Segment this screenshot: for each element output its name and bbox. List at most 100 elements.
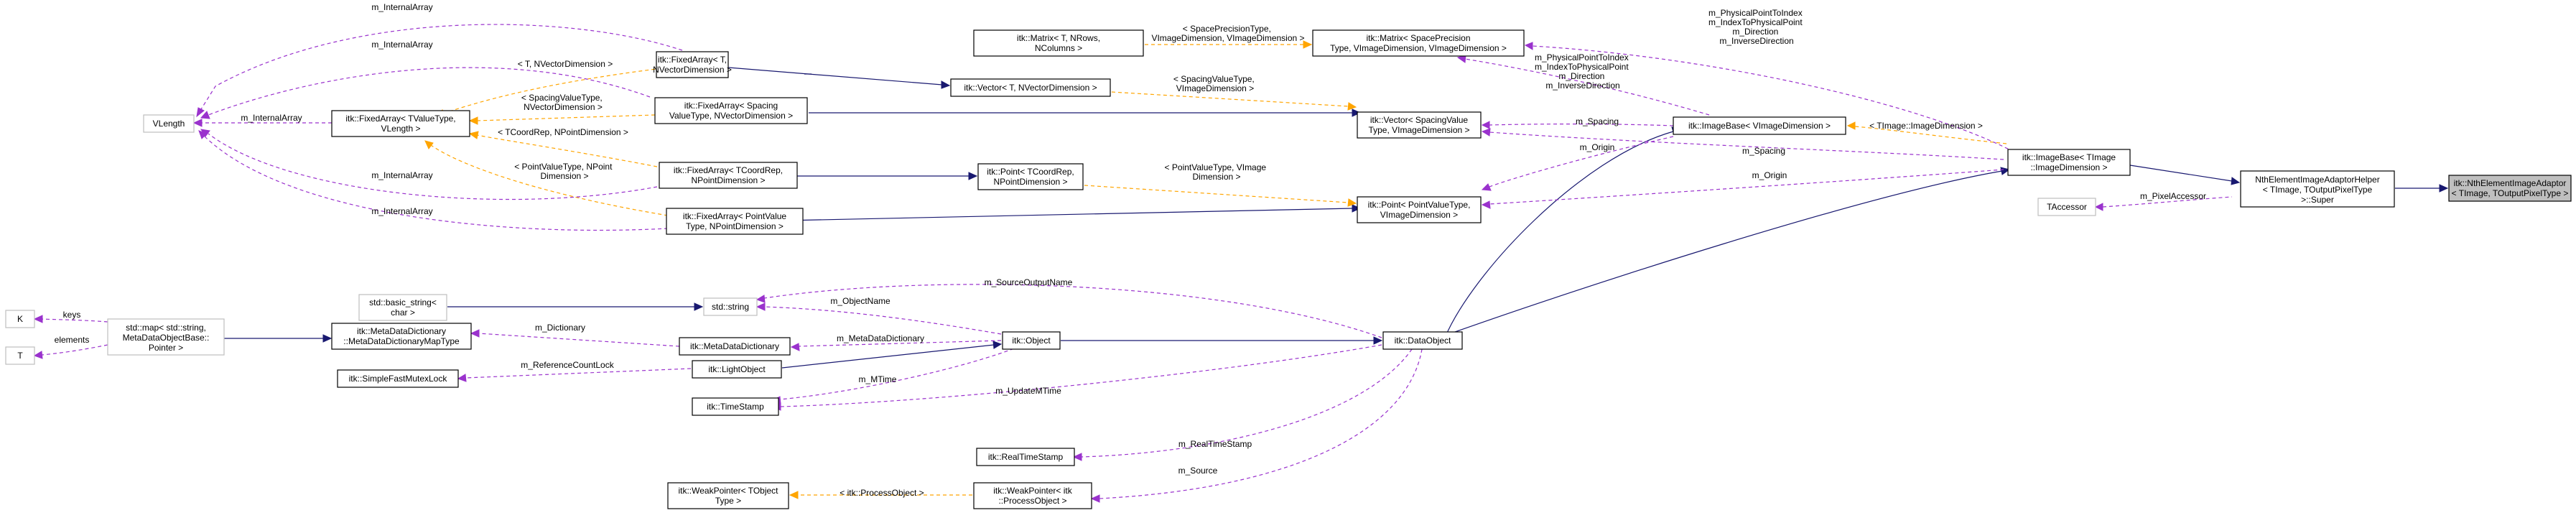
edge-use-source (1090, 348, 1423, 503)
node-fixed-array-tcoordrep[interactable]: itk::FixedArray< TCoordRep,NPointDimensi… (659, 162, 798, 189)
svg-text:itk::LightObject: itk::LightObject (708, 364, 766, 374)
node-std-map[interactable]: std::map< std::string,MetaDataObjectBase… (107, 318, 225, 356)
edge-helper-to-nth (2395, 184, 2449, 193)
svg-text:VLength: VLength (153, 119, 185, 129)
svg-text:NthElementImageAdaptorHelper<: NthElementImageAdaptorHelper< TImage, TO… (2255, 175, 2379, 205)
node-nth-element-image-adaptor[interactable]: itk::NthElementImageAdaptor< TImage, TOu… (2448, 175, 2572, 202)
node-weak-pointer-process-object[interactable]: itk::WeakPointer< itk::ProcessObject > (973, 482, 1092, 509)
node-data-object[interactable]: itk::DataObject (1382, 331, 1463, 350)
svg-text:itk::Matrix< T, NRows,NColumns: itk::Matrix< T, NRows,NColumns > (1017, 33, 1100, 53)
svg-text:itk::Point< TCoordRep,NPointDi: itk::Point< TCoordRep,NPointDimension > (987, 167, 1074, 187)
edge-use-real-time-stamp (1072, 348, 1413, 461)
edge-template-imgbase-v-to-imgbase-t (1846, 121, 2007, 144)
edge-use-reference-count-lock (457, 368, 692, 382)
node-std-basic-string[interactable]: std::basic_string<char > (358, 294, 447, 321)
edge-use-internal-array-5 (198, 130, 669, 231)
edge-use-internal-array-2 (200, 67, 651, 119)
label-space-precision: < SpacePrecisionType, VImageDimension, V… (1151, 24, 1304, 43)
edge-template-fa-tv-to-fa-pv (424, 140, 669, 216)
label-internal-array-4: m_InternalArray (371, 170, 432, 180)
node-image-base-vimage[interactable]: itk::ImageBase< VImageDimension > (1673, 116, 1846, 135)
svg-text:itk::ImageBase< TImage::ImageD: itk::ImageBase< TImage::ImageDimension > (2022, 152, 2116, 172)
svg-text:itk::Vector< T, NVectorDimensi: itk::Vector< T, NVectorDimension > (964, 83, 1097, 93)
label-timage-dimension: < TImage::ImageDimension > (1869, 121, 1983, 131)
svg-text:itk::MetaDataDictionary::MetaD: itk::MetaDataDictionary::MetaDataDiction… (343, 326, 460, 346)
edge-stdmap-to-mddmap (224, 334, 333, 343)
label-source: m_Source (1178, 466, 1218, 476)
node-light-object[interactable]: itk::LightObject (692, 360, 782, 379)
node-point-tcoordrep[interactable]: itk::Point< TCoordRep,NPointDimension > (977, 163, 1084, 190)
label-physical-point-members-1: m_PhysicalPointToIndex m_IndexToPhysical… (1708, 8, 1805, 46)
node-meta-data-dictionary-map-type[interactable]: itk::MetaDataDictionary::MetaDataDiction… (331, 323, 472, 350)
edge-use-internal-array-3 (192, 119, 332, 127)
node-meta-data-dictionary[interactable]: itk::MetaDataDictionary (679, 337, 791, 356)
label-dictionary: m_Dictionary (535, 323, 585, 333)
label-meta-data-dictionary: m_MetaDataDictionary (837, 333, 924, 343)
svg-text:T: T (17, 351, 23, 361)
edge-use-spacing-b (1481, 128, 2004, 160)
node-fixed-array-tvaluetype[interactable]: itk::FixedArray< TValueType,VLength > (331, 110, 470, 137)
edge-dataobject-to-imgbase-v (1444, 126, 1682, 338)
svg-text:std::map< std::string,MetaData: std::map< std::string,MetaDataObjectBase… (123, 323, 210, 353)
label-update-mtime: m_UpdateMTime (995, 386, 1061, 396)
node-matrix-nrows[interactable]: itk::Matrix< T, NRows,NColumns > (973, 29, 1144, 57)
edge-use-source-output-name (755, 284, 1382, 338)
node-t[interactable]: T (5, 346, 35, 365)
label-object-name: m_ObjectName (830, 296, 891, 306)
edge-fa-sp-to-vector-sp (809, 108, 1362, 117)
edge-bstring-to-string (447, 302, 704, 311)
node-std-string[interactable]: std::string (703, 297, 758, 316)
label-keys: keys (63, 310, 81, 320)
node-taccessor[interactable]: TAccessor (2037, 198, 2096, 216)
svg-text:itk::ImageBase< VImageDimensio: itk::ImageBase< VImageDimension > (1688, 121, 1831, 131)
node-vlength[interactable]: VLength (143, 114, 195, 133)
label-t-nvector: < T, NVectorDimension > (518, 59, 613, 69)
svg-text:itk::WeakPointer< itk::Process: itk::WeakPointer< itk::ProcessObject > (993, 486, 1072, 506)
label-spacing-value-type: < SpacingValueType, VImageDimension > (1173, 74, 1257, 93)
label-spacing-b: m_Spacing (1742, 146, 1785, 156)
label-spacing-nvector: < SpacingValueType, NVectorDimension > (521, 93, 605, 112)
edge-use-spacing-a (1481, 121, 1674, 129)
node-k[interactable]: K (5, 310, 35, 328)
edge-lightobject-to-object (781, 341, 1003, 369)
label-origin-b: m_Origin (1752, 170, 1787, 180)
node-nth-element-image-adaptor-helper[interactable]: NthElementImageAdaptorHelper< TImage, TO… (2240, 170, 2395, 208)
label-elements: elements (55, 335, 90, 345)
label-process-object: < itk::ProcessObject > (840, 488, 924, 498)
edge-fa-pv-to-point-p (750, 204, 1362, 222)
svg-text:itk::RealTimeStamp: itk::RealTimeStamp (988, 452, 1064, 462)
label-spacing-a: m_Spacing (1576, 116, 1619, 126)
node-fixed-array-t[interactable]: itk::FixedArray< T,NVectorDimension > (653, 51, 732, 78)
edge-dataobject-to-imgbase-t (1444, 167, 2011, 336)
svg-text:itk::FixedArray< SpacingValueT: itk::FixedArray< SpacingValueType, NVect… (669, 101, 793, 121)
label-point-value-type: < PointValueType, VImage Dimension > (1165, 162, 1269, 182)
edge-use-elements (33, 344, 108, 359)
node-real-time-stamp[interactable]: itk::RealTimeStamp (976, 448, 1075, 466)
label-pixel-accessor: m_PixelAccessor (2140, 191, 2206, 201)
edge-use-dictionary (470, 329, 680, 347)
svg-text:itk::FixedArray< TValueType,VL: itk::FixedArray< TValueType,VLength > (345, 114, 455, 134)
node-point-point-value-type[interactable]: itk::Point< PointValueType,VImageDimensi… (1357, 196, 1482, 223)
node-vector-t[interactable]: itk::Vector< T, NVectorDimension > (950, 78, 1111, 97)
label-tcoordrep: < TCoordRep, NPointDimension > (498, 127, 628, 137)
node-image-base-timage[interactable]: itk::ImageBase< TImage::ImageDimension > (2007, 149, 2131, 176)
node-time-stamp[interactable]: itk::TimeStamp (692, 397, 779, 416)
edge-template-wp-po-to-wp-to (789, 491, 972, 499)
svg-text:std::string: std::string (712, 302, 749, 312)
svg-text:itk::NthElementImageAdaptor< T: itk::NthElementImageAdaptor< TImage, TOu… (2452, 178, 2569, 198)
svg-text:itk::MetaDataDictionary: itk::MetaDataDictionary (690, 341, 779, 351)
label-source-output-name: m_SourceOutputName (985, 277, 1073, 287)
svg-text:std::basic_string<char >: std::basic_string<char > (369, 297, 437, 318)
edge-use-meta-data-dictionary (790, 340, 1002, 351)
edge-use-keys (33, 315, 108, 323)
edge-object-to-dataobject (1061, 336, 1383, 345)
edge-fa-t-to-vector-t (727, 67, 951, 89)
node-simple-fast-mutex-lock[interactable]: itk::SimpleFastMutexLock (337, 369, 459, 388)
node-object[interactable]: itk::Object (1002, 331, 1061, 350)
